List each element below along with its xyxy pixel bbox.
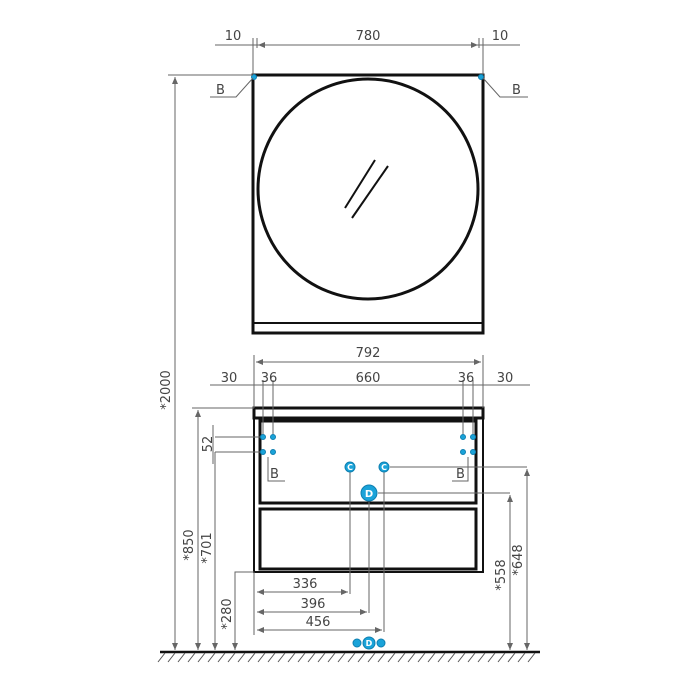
dim-mirror-width: 780	[356, 29, 381, 44]
floor-line	[157, 650, 540, 663]
floor-hatch	[347, 652, 356, 663]
floor-hatch	[497, 652, 506, 663]
glass-reflection-icon	[344, 159, 389, 219]
upper-drawer	[258, 419, 478, 505]
dim-cabinet-width: 792	[356, 346, 381, 361]
floor-hatch	[357, 652, 366, 663]
svg-text:D: D	[365, 489, 373, 500]
floor-hatch	[337, 652, 346, 663]
floor-hatch	[477, 652, 486, 663]
floor-hatch	[427, 652, 436, 663]
floor-hatch	[467, 652, 476, 663]
dim-segment-4: 36	[458, 371, 475, 386]
floor-hatch	[457, 652, 466, 663]
floor-hatch	[207, 652, 216, 663]
floor-hatch	[317, 652, 326, 663]
dim-segment-2: 36	[261, 371, 278, 386]
hot-water-connection: C	[378, 461, 390, 473]
svg-text:C: C	[381, 463, 387, 472]
vertical-height-dimensions: *850 *701 *280 *558 *648	[182, 407, 530, 650]
dim-offset-drain: 396	[301, 597, 326, 612]
dim-drain-height: *558	[494, 559, 509, 590]
floor-hatch	[157, 652, 166, 663]
mirror	[251, 73, 485, 335]
dim-mount-spacing: 52	[201, 436, 216, 453]
floor-hatch	[187, 652, 196, 663]
floor-hatch	[387, 652, 396, 663]
mount-label-right: B	[512, 83, 521, 98]
svg-text:C: C	[347, 463, 353, 472]
dim-bottom-height: *280	[220, 598, 235, 629]
dim-offset-hot: 456	[306, 615, 331, 630]
dim-total-height: *2000	[159, 370, 174, 410]
floor-hatch	[517, 652, 526, 663]
floor-hatch	[377, 652, 386, 663]
floor-hatch	[237, 652, 246, 663]
svg-text:D: D	[366, 639, 373, 648]
floor-hatch	[407, 652, 416, 663]
dim-segment-1: 30	[221, 371, 238, 386]
floor-hatch	[197, 652, 206, 663]
mirror-width-dimension: 10 780 10	[215, 29, 520, 75]
floor-hatch	[227, 652, 236, 663]
round-mirror	[256, 77, 480, 301]
floor-hatch	[287, 652, 296, 663]
mirror-mount-labels: B B	[210, 74, 528, 98]
floor-hatch	[217, 652, 226, 663]
cabinet-width-dimension: 792 30 36 660 36 30	[210, 346, 530, 437]
total-height-dimension: *2000	[159, 74, 253, 650]
floor-hatch	[527, 652, 536, 663]
floor-hatch	[417, 652, 426, 663]
floor-connections: D	[352, 636, 386, 650]
floor-hatch	[277, 652, 286, 663]
floor-hatch	[367, 652, 376, 663]
dim-supply-height: *648	[511, 544, 526, 575]
floor-hatch	[437, 652, 446, 663]
mount-label-right-cabinet: B	[456, 467, 465, 482]
dim-offset-cold: 336	[293, 577, 318, 592]
floor-hatch	[447, 652, 456, 663]
dim-mirror-left: 10	[225, 29, 242, 44]
mount-points: 52 B B	[201, 425, 476, 482]
floor-hatch	[487, 652, 496, 663]
mirror-frame	[251, 73, 485, 335]
lower-drawer	[258, 507, 478, 571]
cold-water-connection: C	[344, 461, 356, 473]
mount-label-left-cabinet: B	[270, 467, 279, 482]
drain-connection: D	[360, 484, 378, 502]
floor-hatch	[257, 652, 266, 663]
floor-hatch	[247, 652, 256, 663]
floor-hatch	[167, 652, 176, 663]
plumbing-connections: C C D D	[344, 461, 527, 650]
horizontal-offset-dimensions: 336 396 456	[253, 572, 382, 635]
dim-mirror-right: 10	[492, 29, 509, 44]
dim-cabinet-height: *850	[182, 529, 197, 560]
dim-segment-5: 30	[497, 371, 514, 386]
countertop	[252, 406, 485, 420]
floor-hatch	[297, 652, 306, 663]
floor-hatch	[267, 652, 276, 663]
floor-hatch	[177, 652, 186, 663]
mount-label-left: B	[216, 83, 225, 98]
floor-hatch	[397, 652, 406, 663]
dim-mount-height: *701	[200, 532, 215, 563]
floor-hatch	[327, 652, 336, 663]
floor-hatch	[507, 652, 516, 663]
floor-hatch	[307, 652, 316, 663]
dim-segment-3: 660	[356, 371, 381, 386]
